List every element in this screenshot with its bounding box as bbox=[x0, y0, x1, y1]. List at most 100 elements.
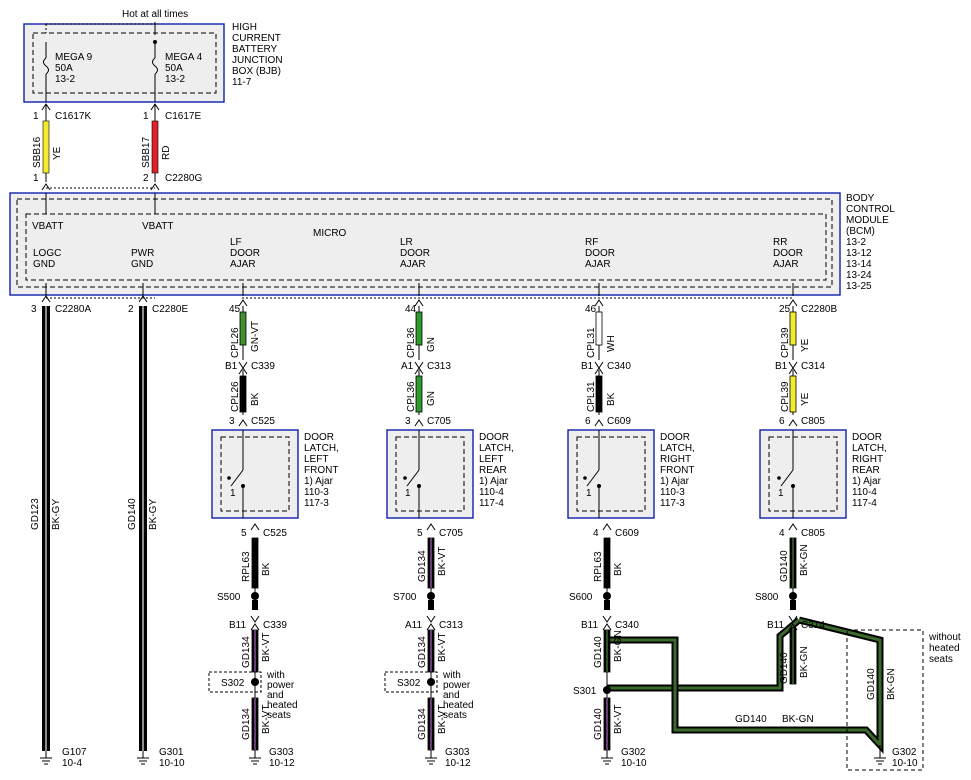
splice-dot bbox=[603, 592, 611, 600]
splice-stub bbox=[252, 600, 258, 610]
wire4-color: BK-VT bbox=[437, 633, 448, 662]
svg-text:G302: G302 bbox=[892, 747, 917, 758]
latch-connector-bottom: C525 bbox=[263, 528, 287, 539]
opt-note-line: and bbox=[267, 690, 284, 701]
svg-text:CONTROL: CONTROL bbox=[846, 204, 895, 215]
wire-gd140-pwr: 2 C2280E GD140 BK-GY G301 10-10 bbox=[127, 283, 188, 769]
splice-label: S600 bbox=[569, 592, 593, 603]
wire4-circuit: GD134 bbox=[241, 636, 252, 668]
bcm-connector: C2280B bbox=[801, 304, 837, 315]
svg-text:GD140: GD140 bbox=[127, 498, 138, 530]
wire3-circuit: RPL63 bbox=[593, 551, 604, 582]
wire1-insulation bbox=[239, 311, 247, 346]
bcm-box bbox=[9, 192, 841, 296]
ground-label: G302 bbox=[621, 747, 646, 758]
opt-note-line: seats bbox=[443, 710, 467, 721]
fuse-mega-9: MEGA 9 50A 13-2 bbox=[43, 42, 93, 102]
svg-text:AJAR: AJAR bbox=[773, 259, 799, 270]
latch-ref-line: 1) Ajar bbox=[852, 476, 882, 487]
switch-pivot bbox=[583, 476, 587, 480]
rr-without-heated-box bbox=[846, 629, 924, 771]
rr-vert-color: BK-GN bbox=[886, 668, 897, 700]
wire5-color: BK-VT bbox=[613, 705, 624, 734]
svg-text:DOOR: DOOR bbox=[585, 248, 615, 259]
svg-text:LOGC: LOGC bbox=[33, 248, 61, 259]
lower-pin: A11 bbox=[405, 620, 422, 631]
svg-text:CURRENT: CURRENT bbox=[232, 33, 281, 44]
svg-text:BK-GY: BK-GY bbox=[51, 499, 62, 530]
wire2-insulation bbox=[239, 375, 247, 413]
wire3-circuit: GD134 bbox=[417, 550, 428, 582]
inline-arrow-down bbox=[594, 361, 604, 369]
wire4-color: BK-VT bbox=[261, 633, 272, 662]
latch-pin-bottom: 5 bbox=[241, 528, 247, 539]
latch-ref-line: 117-3 bbox=[660, 498, 685, 509]
wire2-color: YE bbox=[800, 392, 811, 406]
latch-ref-line: 117-3 bbox=[304, 498, 329, 509]
ground-symbol bbox=[249, 751, 261, 765]
latch-connector-top: C705 bbox=[427, 416, 451, 427]
wire2-insulation bbox=[595, 375, 603, 413]
opt-splice-dot bbox=[603, 686, 611, 694]
wire3-insulation bbox=[603, 537, 611, 589]
svg-text:C1617K: C1617K bbox=[55, 111, 91, 122]
bcm-pin-number: 46 bbox=[585, 304, 597, 315]
latch-title-line: LEFT bbox=[479, 454, 503, 465]
latch-arrow-bottom bbox=[426, 523, 436, 531]
wire3-color: BK-GN bbox=[799, 544, 810, 576]
svg-text:50A: 50A bbox=[165, 63, 183, 74]
svg-text:13-14: 13-14 bbox=[846, 259, 872, 270]
lower-arrow-up bbox=[602, 623, 612, 631]
latch-inner-dashed bbox=[220, 436, 290, 512]
svg-text:10-10: 10-10 bbox=[892, 758, 918, 769]
wire1-color: GN-VT bbox=[250, 321, 261, 352]
wire3-circuit: RPL63 bbox=[241, 551, 252, 582]
wire1-color: GN bbox=[426, 337, 437, 352]
latch-title-line: LATCH, bbox=[852, 443, 887, 454]
inline-connector: C339 bbox=[251, 361, 275, 372]
latch-ref-line: 1) Ajar bbox=[479, 476, 509, 487]
latch-pin-bottom: 4 bbox=[593, 528, 599, 539]
wire1-insulation bbox=[595, 311, 603, 346]
latch-arrow-bottom bbox=[602, 523, 612, 531]
latch-box bbox=[386, 429, 474, 519]
wire-gd123: 3 C2280A GD123 BK-GY G107 10-4 bbox=[30, 283, 91, 769]
splice-label: S700 bbox=[393, 592, 417, 603]
svg-text:BODY: BODY bbox=[846, 193, 875, 204]
latch-arrow-top bbox=[414, 419, 424, 427]
bcm-title: BODY CONTROL MODULE (BCM) 13-2 13-12 13-… bbox=[846, 193, 895, 292]
splice-stub bbox=[428, 600, 434, 610]
opt-note-line: seats bbox=[267, 710, 291, 721]
bcm-pin-logc-gnd: LOGC GND bbox=[33, 248, 61, 270]
splice-dot bbox=[427, 592, 435, 600]
wire5-color: BK-VT bbox=[261, 705, 272, 734]
wire1-color: WH bbox=[606, 335, 617, 352]
svg-text:seats: seats bbox=[929, 654, 953, 665]
latch-title-line: FRONT bbox=[304, 465, 338, 476]
svg-text:MEGA 9: MEGA 9 bbox=[55, 52, 93, 63]
rr-horiz-circuit: GD140 bbox=[735, 714, 767, 725]
splice-label: S800 bbox=[755, 592, 779, 603]
svg-text:LR: LR bbox=[400, 237, 413, 248]
splice-label: S500 bbox=[217, 592, 241, 603]
bcm-pin-number: 25 bbox=[779, 304, 791, 315]
latch-connector-top: C805 bbox=[801, 416, 825, 427]
svg-text:SBB17: SBB17 bbox=[141, 136, 152, 168]
latch-arrow-bottom bbox=[788, 523, 798, 531]
latch-ref-line: 117-4 bbox=[852, 498, 877, 509]
latch-pin-top: 6 bbox=[779, 416, 785, 427]
svg-text:2: 2 bbox=[128, 304, 134, 315]
svg-text:13-25: 13-25 bbox=[846, 281, 872, 292]
latch-arrow-top bbox=[788, 419, 798, 427]
svg-text:LF: LF bbox=[230, 237, 242, 248]
svg-text:(BCM): (BCM) bbox=[846, 226, 875, 237]
switch-blade bbox=[406, 469, 420, 487]
switch-number: 1 bbox=[586, 488, 592, 499]
hot-label: Hot at all times bbox=[122, 9, 188, 20]
latch-inner-dashed bbox=[576, 436, 646, 512]
svg-text:RR: RR bbox=[773, 237, 787, 248]
latch-title-line: REAR bbox=[852, 465, 880, 476]
